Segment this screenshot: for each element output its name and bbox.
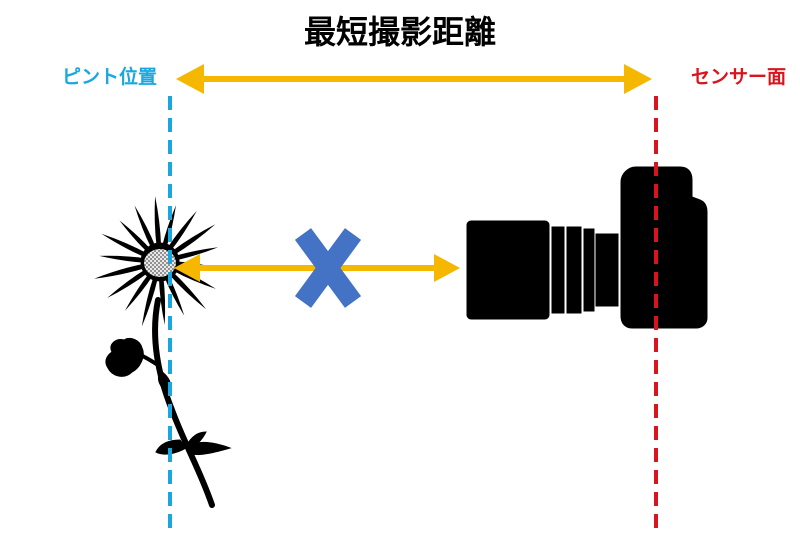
arrowhead-right <box>624 64 652 94</box>
camera-body <box>620 166 708 329</box>
arrowhead-left <box>174 254 200 282</box>
arrowhead-left <box>176 64 204 94</box>
camera-lens-ring-1 <box>551 226 565 314</box>
flower-petal <box>154 196 162 247</box>
flower-petal <box>94 263 146 279</box>
sensor-plane-label: センサー面 <box>690 66 786 88</box>
cross-mark-icon <box>294 228 362 308</box>
camera-lens-ring-3 <box>583 228 595 312</box>
flower-petal <box>167 210 197 251</box>
flower-petal <box>169 271 207 310</box>
camera-lens-ring-2 <box>566 226 582 314</box>
flower-petal <box>101 233 147 258</box>
flower-petal <box>141 276 158 327</box>
flower-petal <box>162 205 176 248</box>
flower-leaf-right <box>185 441 232 455</box>
flower-petal <box>134 205 156 249</box>
diagram-title: 最短撮影距離 <box>303 13 496 51</box>
flower-bud <box>105 337 144 377</box>
arrowhead-right <box>434 254 460 282</box>
flower-petal <box>171 224 216 255</box>
min-distance-arrow <box>176 64 652 94</box>
flower-leaf-top <box>185 431 207 451</box>
focus-position-label: ピント位置 <box>62 66 158 88</box>
flower-petal <box>124 273 153 311</box>
flower-petal <box>119 220 151 253</box>
camera-lens-mount <box>595 233 619 307</box>
camera-lens-hood <box>466 220 550 320</box>
camera-silhouette-icon <box>466 166 708 329</box>
flower-petal <box>158 277 166 325</box>
flower-stem <box>152 297 215 508</box>
flower-petal <box>174 247 219 261</box>
flower-petal <box>107 269 149 299</box>
flower-silhouette-icon <box>94 196 232 508</box>
flower-leaf-left <box>155 439 187 455</box>
flower-petal <box>99 255 145 263</box>
